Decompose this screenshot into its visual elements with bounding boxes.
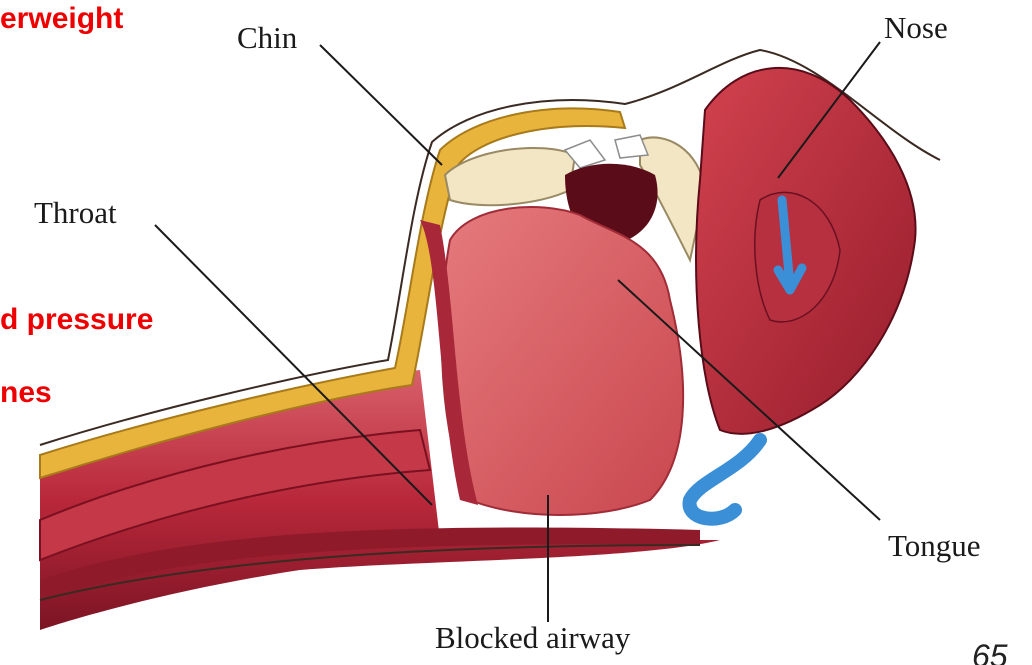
slide-text-line-3: nes	[0, 378, 52, 408]
label-tongue: Tongue	[888, 530, 981, 561]
label-blocked-airway: Blocked airway	[435, 622, 630, 653]
slide-text-line-1: erweight	[0, 4, 123, 34]
leader-line-chin	[320, 45, 442, 165]
tongue-shape	[442, 207, 683, 515]
page-number: 65	[972, 640, 1008, 665]
throat-airflow-arrow	[690, 440, 760, 519]
label-chin: Chin	[237, 22, 297, 53]
teeth	[565, 135, 648, 168]
slide-text-line-2: d pressure	[0, 305, 153, 335]
label-nose: Nose	[884, 12, 948, 43]
label-throat: Throat	[34, 197, 117, 228]
